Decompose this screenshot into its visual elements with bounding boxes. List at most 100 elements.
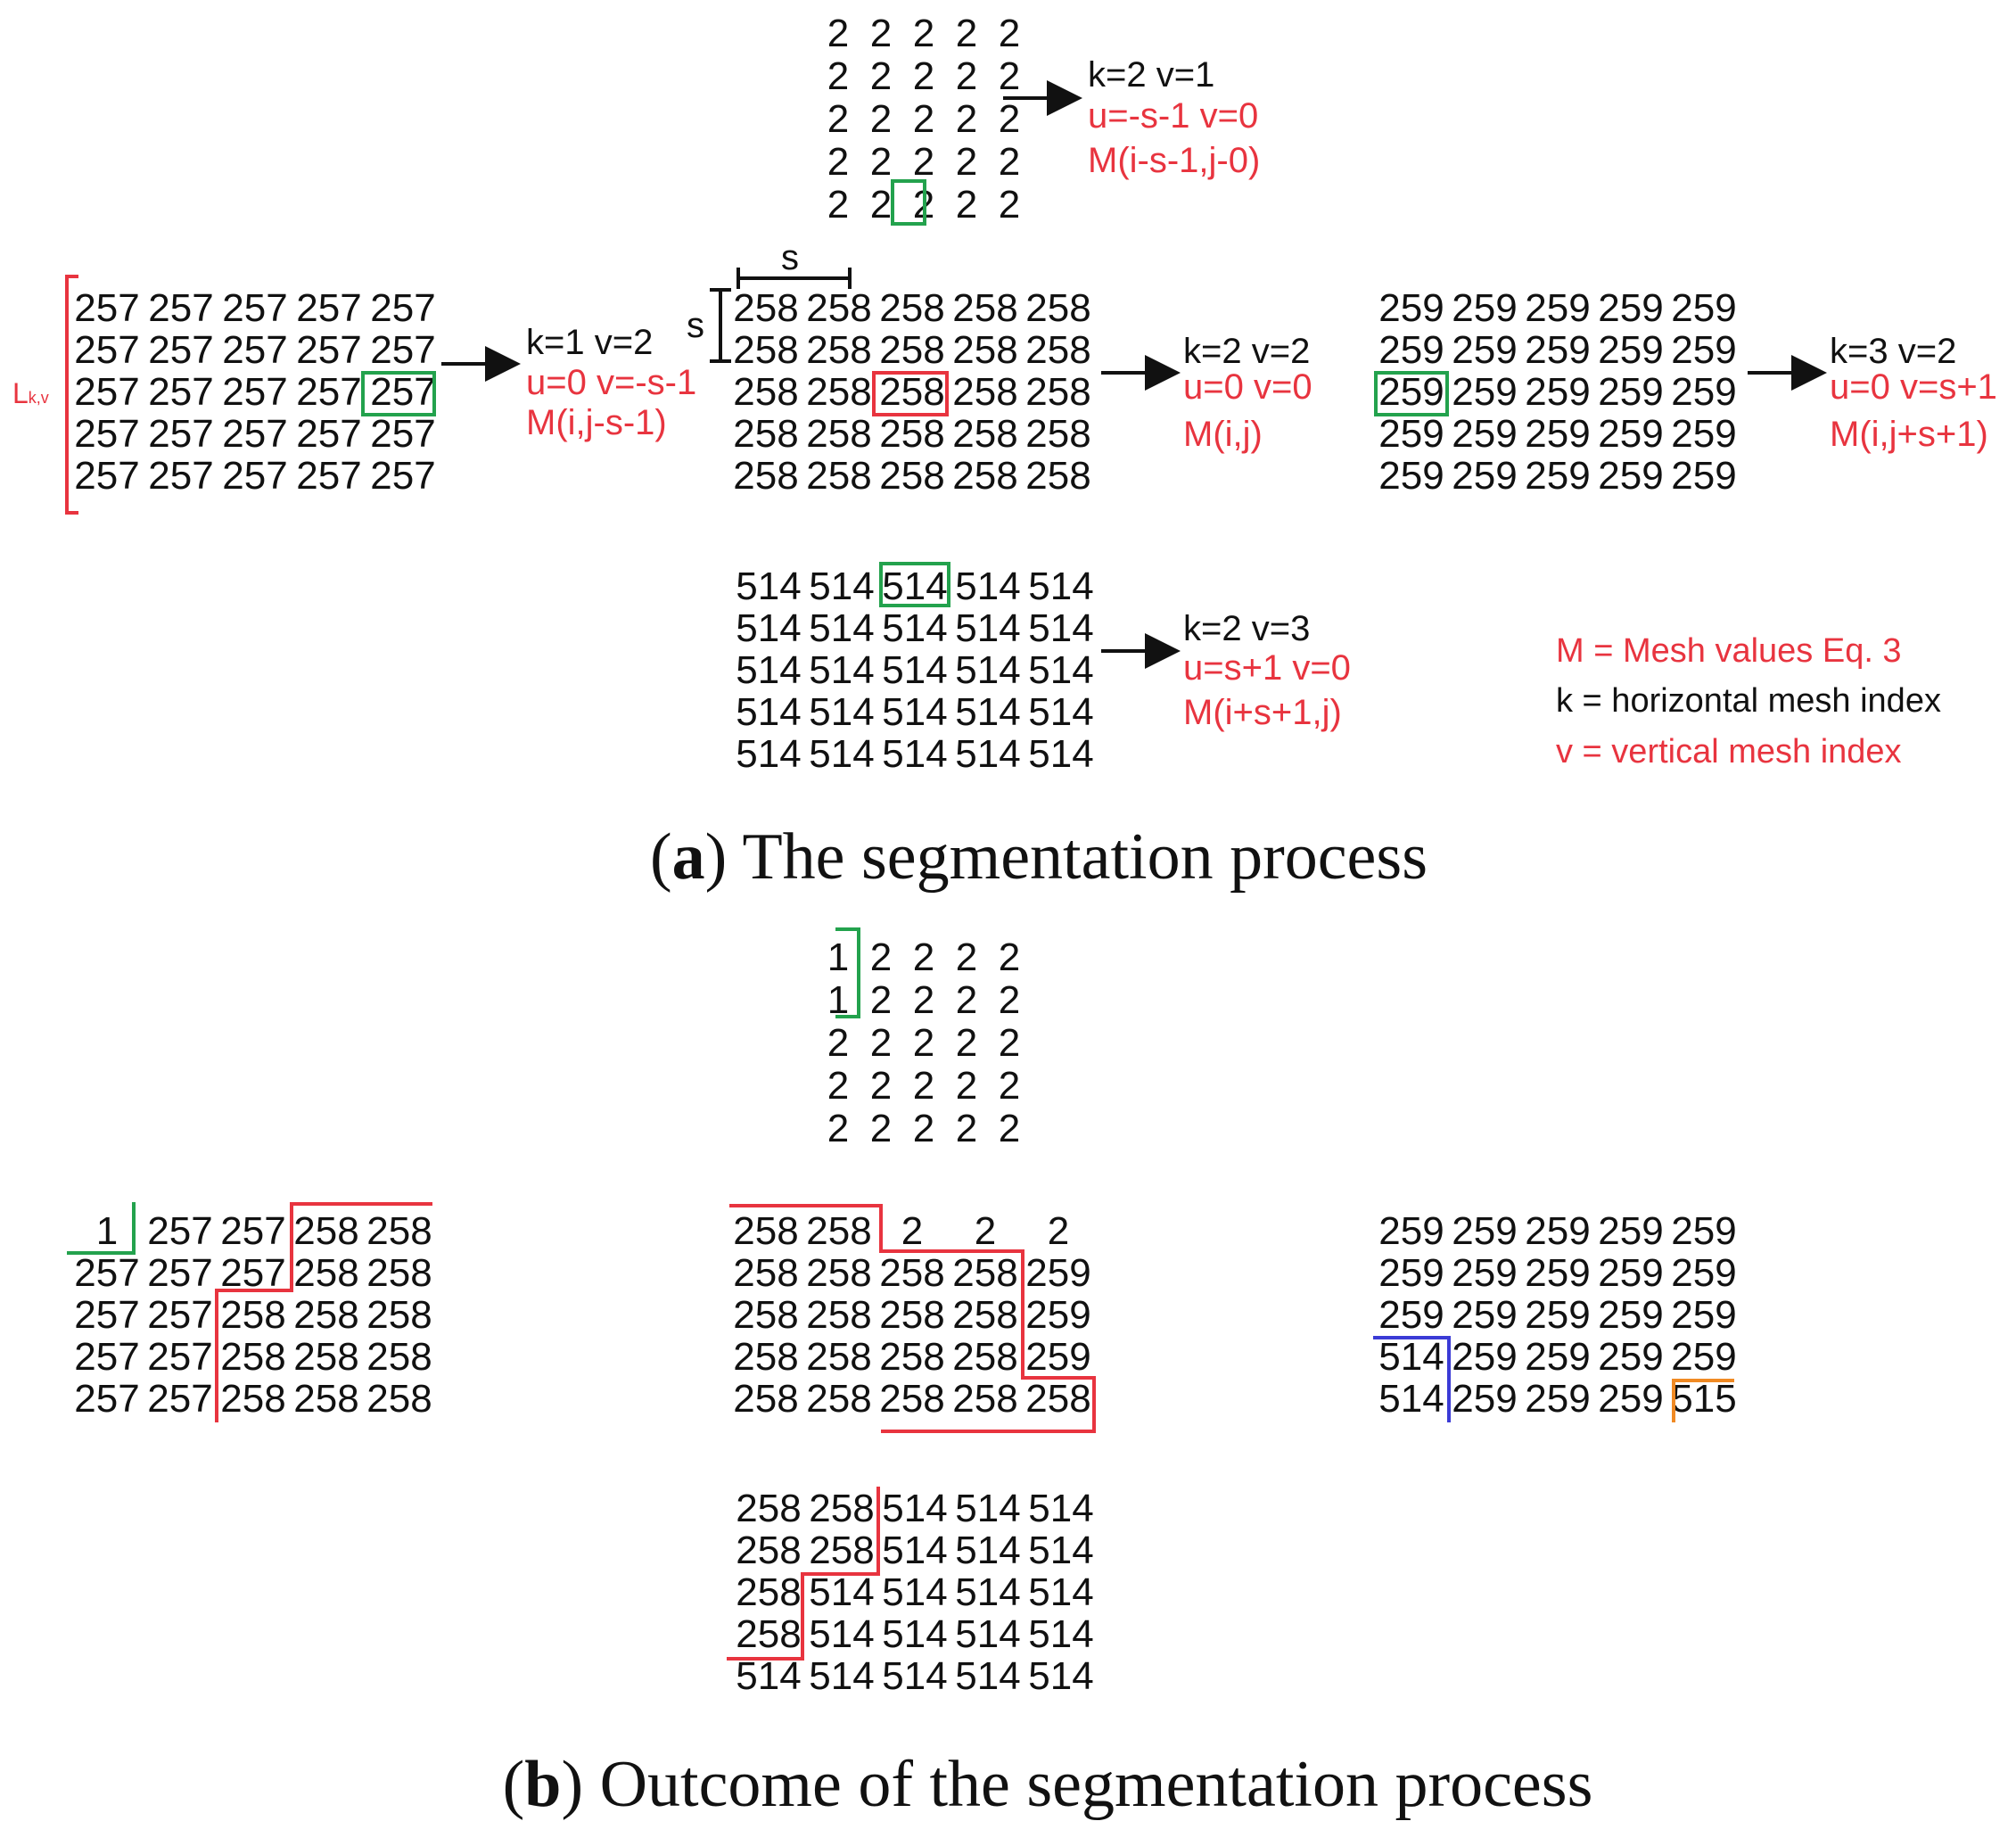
annotation-right-m: M(i,j+s+1) <box>1830 415 1988 454</box>
grid-cell: 2 <box>827 1021 849 1065</box>
grid-cell: 258 <box>1025 328 1090 372</box>
grid-cell: 514 <box>1378 1335 1444 1379</box>
grid-cell: 2 <box>975 1209 996 1253</box>
grid-cell: 514 <box>1028 648 1093 692</box>
boundary-top-green <box>835 927 860 1018</box>
grid-cell: 514 <box>882 1612 947 1656</box>
grid-cell: 259 <box>1671 370 1736 414</box>
grid-cell: 257 <box>370 286 435 330</box>
grid-cell: 2 <box>956 1107 977 1150</box>
annotation-right-uv: u=0 v=s+1 <box>1830 367 1997 407</box>
grid-cell: 2 <box>999 140 1020 184</box>
annotation-left: k=1 v=2 u=0 v=-s-1 M(i,j-s-1) <box>526 323 696 442</box>
grid-cell: 258 <box>733 370 798 414</box>
annotation-left-m: M(i,j-s-1) <box>526 403 667 442</box>
grid-cell: 258 <box>806 1209 871 1253</box>
grid-cell: 2 <box>913 140 934 184</box>
grid-cell: 514 <box>1378 1377 1444 1421</box>
grid-cell: 257 <box>370 328 435 372</box>
grid-cell: 258 <box>293 1209 358 1253</box>
grid-cell: 2 <box>827 1107 849 1150</box>
grid-cell: 258 <box>806 1251 871 1295</box>
grid-cell: 514 <box>1028 1612 1093 1656</box>
highlight-box-center <box>872 371 949 416</box>
annotation-center: k=2 v=2 u=0 v=0 M(i,j) <box>1183 332 1312 454</box>
grid-cell: 259 <box>1452 1209 1517 1253</box>
grid-cell: 259 <box>1452 412 1517 456</box>
grid-cell: 258 <box>293 1335 358 1379</box>
grid-cell: 2 <box>913 54 934 98</box>
caption-a: (a) The segmentation process <box>650 820 1428 894</box>
grid-cell: 259 <box>1378 1251 1444 1295</box>
grid-cell: 514 <box>736 648 801 692</box>
grid-cell: 259 <box>1525 1335 1590 1379</box>
s-vertical-bracket: s <box>687 288 731 363</box>
grid-cell: 514 <box>955 690 1020 734</box>
grid-cell: 257 <box>147 1293 212 1337</box>
grid-cell: 2 <box>956 1021 977 1065</box>
grid-cell: 259 <box>1452 328 1517 372</box>
grid-cell: 258 <box>806 328 871 372</box>
annotation-top: k=2 v=1 u=-s-1 v=0 M(i-s-1,j-0) <box>1088 55 1260 180</box>
annotation-center-m: M(i,j) <box>1183 415 1263 454</box>
grid-cell: 259 <box>1525 286 1590 330</box>
grid-cell: 258 <box>952 1251 1017 1295</box>
grid-cell: 259 <box>1378 412 1444 456</box>
grid-cell: 514 <box>882 1487 947 1530</box>
grid-cell: 258 <box>809 1487 874 1530</box>
boundary-right-blue <box>1373 1336 1451 1422</box>
grid-cell: 514 <box>736 1654 801 1698</box>
annotation-left-uv: u=0 v=-s-1 <box>526 363 696 402</box>
grid-cell: 258 <box>733 454 798 498</box>
grid-cell: 2 <box>999 12 1020 55</box>
grid-cell: 258 <box>879 1293 944 1337</box>
grid-cell: 514 <box>1028 606 1093 650</box>
annotation-center-kv: k=2 v=2 <box>1183 332 1310 371</box>
boundary-left-red <box>215 1202 432 1422</box>
grid-cell: 2 <box>870 12 892 55</box>
grid-cell: 2 <box>870 140 892 184</box>
grid-cell: 2 <box>999 1064 1020 1108</box>
grid-cell: 259 <box>1378 1293 1444 1337</box>
grid-cell: 2 <box>870 1064 892 1108</box>
legend: M = Mesh values Eq. 3 k = horizontal mes… <box>1556 632 1941 771</box>
grid-cell: 259 <box>1598 1335 1663 1379</box>
grid-cell: 259 <box>1525 1251 1590 1295</box>
grid-cell: 258 <box>366 1293 432 1337</box>
grid-cell: 257 <box>370 454 435 498</box>
grid-cell: 514 <box>809 606 874 650</box>
grid-cell: 258 <box>952 1293 1017 1337</box>
grid-cell: 514 <box>955 1612 1020 1656</box>
grid-cell: 514 <box>736 606 801 650</box>
grid-cell: 514 <box>955 732 1020 776</box>
grid-cell: 2 <box>999 1021 1020 1065</box>
grid-cell: 258 <box>879 1335 944 1379</box>
grid-cell: 257 <box>74 1251 139 1295</box>
grid-cell: 2 <box>1048 1209 1069 1253</box>
grid-cell: 2 <box>913 1064 934 1108</box>
grid-cell: 514 <box>955 648 1020 692</box>
grid-cell: 258 <box>220 1377 285 1421</box>
boundary-center-red-top <box>729 1204 1096 1433</box>
grid-cell: 257 <box>147 1209 212 1253</box>
grid-cell: 514 <box>736 690 801 734</box>
grid-cell: 259 <box>1671 1293 1736 1337</box>
annotation-top-uv: u=-s-1 v=0 <box>1088 96 1258 136</box>
grid-cell: 2 <box>956 12 977 55</box>
grid-cell: 259 <box>1671 1335 1736 1379</box>
grid-cell: 258 <box>952 328 1017 372</box>
grid-cell: 2 <box>956 935 977 979</box>
grid-cell: 514 <box>736 565 801 608</box>
grid-cell: 258 <box>952 370 1017 414</box>
grid-cell: 257 <box>74 370 139 414</box>
grid-cell: 2 <box>999 1107 1020 1150</box>
grid-cell: 257 <box>370 412 435 456</box>
grid-cell: 257 <box>370 370 435 414</box>
grid-cell: 257 <box>296 328 361 372</box>
grid-cell: 259 <box>1598 1209 1663 1253</box>
